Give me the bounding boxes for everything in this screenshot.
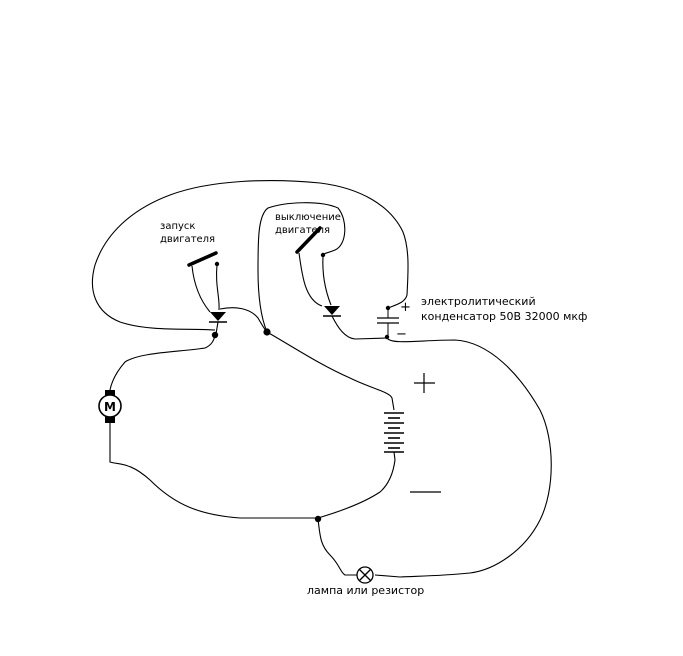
stop-switch-label-line2: двигателя bbox=[275, 225, 331, 236]
capacitor-label: электролитический конденсатор 50В 32000 … bbox=[421, 294, 587, 324]
wire-bottom-to-motor bbox=[109, 420, 318, 519]
wire-start-left bbox=[191, 265, 211, 313]
stop-switch-lever bbox=[295, 226, 322, 254]
capacitor-icon bbox=[377, 305, 399, 340]
start-switch-contact bbox=[214, 261, 220, 267]
start-switch-label: запуск двигателя bbox=[160, 220, 215, 246]
wire-start-to-center bbox=[219, 307, 268, 333]
lamp-label: лампа или резистор bbox=[307, 584, 425, 597]
stop-diode-icon bbox=[323, 306, 341, 317]
stop-switch-label-line1: выключение bbox=[275, 212, 341, 223]
wire-motor-to-start bbox=[109, 334, 216, 391]
wire-bottom-to-lamp bbox=[317, 518, 357, 576]
svg-text:M: M bbox=[104, 400, 116, 414]
wire-stop-to-cap bbox=[331, 315, 388, 340]
wire-center-to-battery bbox=[266, 331, 395, 411]
wire-outer-loop bbox=[91, 179, 409, 331]
start-switch-lever bbox=[187, 251, 218, 267]
wire-cap-to-lamp bbox=[374, 337, 552, 578]
battery-icon bbox=[384, 412, 404, 461]
wire-battery-to-bottom bbox=[317, 459, 396, 519]
stop-switch-label: выключение двигателя bbox=[275, 211, 341, 237]
wire-stop-right bbox=[322, 255, 332, 306]
wire-stop-loop bbox=[257, 202, 346, 333]
start-switch-label-line1: запуск bbox=[160, 221, 196, 232]
motor-icon: M bbox=[98, 390, 122, 423]
wire-stop-left bbox=[298, 252, 323, 307]
wire-start-right bbox=[216, 264, 220, 311]
lamp-icon bbox=[356, 566, 374, 584]
cap-plus-label: + bbox=[400, 300, 411, 315]
capacitor-label-line1: электролитический bbox=[421, 295, 536, 308]
start-diode-icon bbox=[209, 312, 227, 323]
wire-diode-to-node bbox=[215, 321, 219, 335]
capacitor-label-line2: конденсатор 50В 32000 мкф bbox=[421, 310, 588, 323]
stop-switch-contact bbox=[320, 252, 326, 258]
battery-plus-sign bbox=[414, 373, 435, 393]
cap-minus-label: − bbox=[396, 327, 407, 342]
start-switch-label-line2: двигателя bbox=[160, 234, 216, 245]
